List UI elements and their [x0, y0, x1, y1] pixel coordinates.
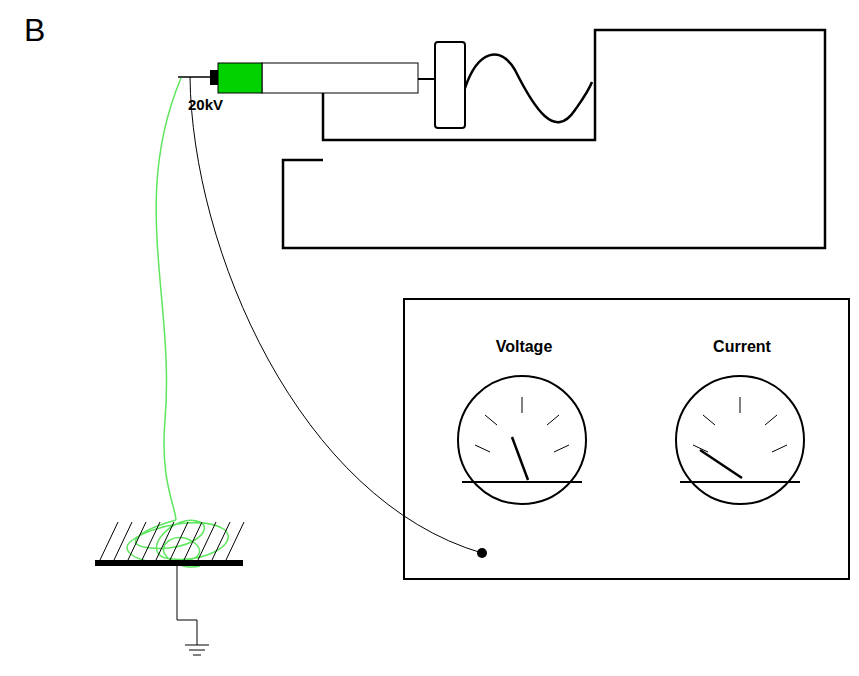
collector-hatch — [100, 522, 244, 560]
ground-symbol — [185, 645, 209, 655]
meter-label: Voltage — [496, 338, 553, 356]
high-voltage-wire — [190, 77, 482, 553]
panel-letter: B — [24, 12, 45, 49]
power-supply-box: Voltage Current — [403, 298, 850, 580]
meter-label: Current — [713, 338, 771, 356]
collector-plate — [95, 560, 243, 566]
voltage-value: 20kV — [188, 96, 223, 113]
plunger-disc — [435, 42, 465, 128]
ground-wire — [177, 566, 197, 645]
needle — [178, 76, 210, 78]
plunger-rod — [418, 78, 436, 80]
voltage-meter — [458, 376, 586, 504]
terminal-dot — [477, 548, 487, 558]
syringe-hub — [218, 63, 262, 93]
needle-nozzle — [210, 70, 218, 85]
syringe-barrel — [262, 63, 418, 93]
current-meter — [676, 376, 804, 504]
polymer-jet — [156, 78, 181, 520]
spring — [465, 55, 592, 123]
